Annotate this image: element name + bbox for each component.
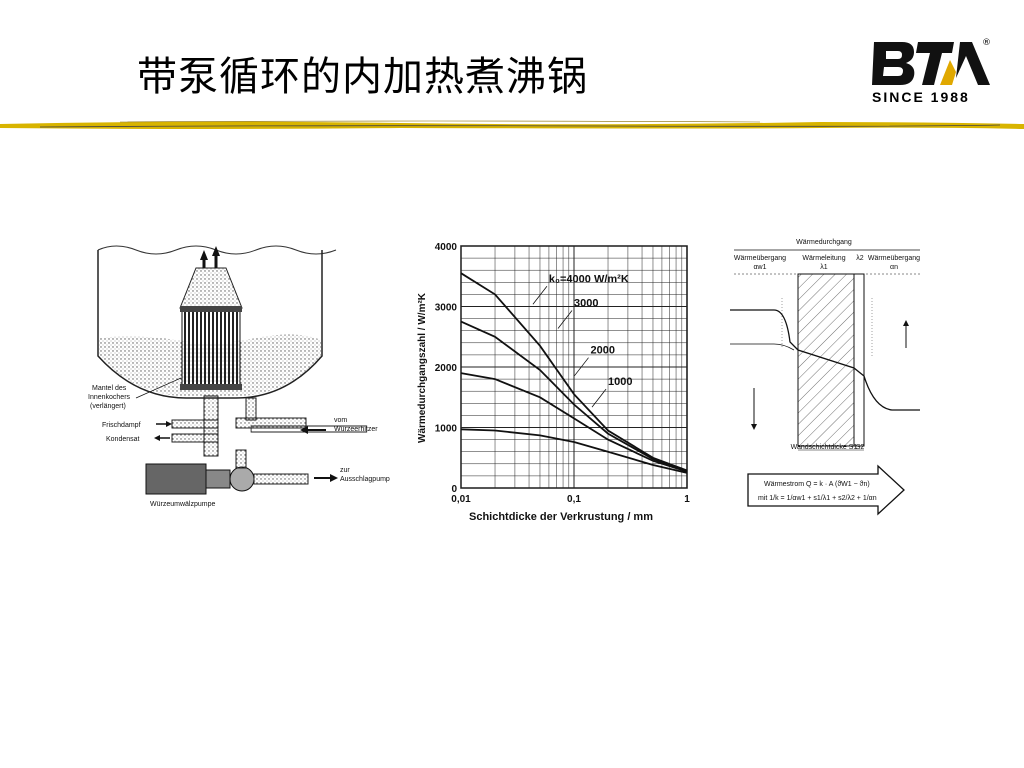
label-innenkochers: Innenkochers — [88, 394, 131, 401]
label-right-head: Wärmeübergang — [868, 255, 920, 262]
chart-series-line — [460, 372, 688, 473]
label-ausschlagpump: Ausschlagpump — [340, 476, 390, 483]
chart-series-line — [460, 272, 688, 472]
chart-y-tick-label: 4000 — [435, 242, 458, 253]
chart-series-label: 1000 — [608, 376, 632, 388]
label-right-sym: αn — [890, 264, 898, 271]
boiler-diagram: Mantel des Innenkochers (verlängert) Fri… — [76, 238, 406, 518]
chart-x-tick-label: 1 — [684, 494, 690, 505]
fouling-chart: k₀=4000 W/m²K 3000 2000 1000 0,01 0,1 1 0 1000 2… — [415, 238, 690, 528]
label-mid-sym: λ1 — [820, 264, 828, 271]
label-zur: zur — [340, 467, 350, 474]
chart-series-line — [460, 428, 688, 474]
label-formula-2: mit 1/k = 1/αw1 + s1/λ1 + s2/λ2 + 1/αn — [758, 495, 877, 502]
label-verlaengert: (verlängert) — [90, 403, 126, 410]
label-formula-1: Wärmestrom Q = k · A (ϑW1 − ϑn) — [764, 481, 870, 488]
chart-y-tick-label: 3000 — [435, 303, 458, 314]
label-waermedurchgang: Wärmedurchgang — [796, 239, 852, 246]
label-s2: S2 — [856, 444, 865, 451]
chart-label-leader — [557, 310, 573, 329]
chart-x-tick-label: 0,01 — [451, 494, 471, 505]
label-left-sym: αw1 — [754, 264, 767, 271]
chart-x-tick-label: 0,1 — [567, 494, 581, 505]
chart-series-label: 2000 — [591, 345, 615, 357]
heat-transfer-diagram: Wärmedurchgang Wärmeübergang αw1 Wärmele… — [724, 238, 924, 520]
label-mid-head: Wärmeleitung — [802, 255, 845, 262]
label-mantel: Mantel des — [92, 385, 127, 392]
header-divider — [0, 120, 1024, 129]
logo-since-text: SINCE 1988 — [872, 89, 970, 105]
label-wuerzeerhitzer: Würzeerhitzer — [334, 426, 378, 433]
label-vom: vom — [334, 417, 347, 424]
label-frischdampf: Frischdampf — [102, 422, 141, 429]
label-lambda2: λ2 — [856, 255, 864, 262]
label-wall-thickness: Wandschichtdicke S1 — [791, 444, 858, 451]
chart-series-label: k₀=4000 W/m²K — [549, 273, 629, 285]
chart-label-leader — [574, 357, 589, 376]
chart-y-tick-label: 2000 — [435, 363, 458, 374]
chart-series-label: 3000 — [574, 298, 598, 310]
label-left-head: Wärmeübergang — [734, 255, 786, 262]
logo-mark-icon — [872, 42, 990, 85]
chart-label-leader — [532, 286, 548, 305]
chart-x-axis-label: Schichtdicke der Verkrustung / mm — [469, 511, 653, 523]
chart-label-leader — [591, 388, 607, 408]
chart-y-tick-label: 1000 — [435, 424, 458, 435]
chart-y-tick-label: 0 — [451, 484, 457, 495]
chart-y-axis-label: Wärmedurchgangszahl / W/m²K — [417, 292, 428, 443]
company-logo: ® SINCE 1988 — [868, 38, 998, 108]
registered-mark: ® — [982, 38, 991, 48]
chart-series-line — [460, 320, 688, 472]
label-pumpe: Würzeumwälzpumpe — [150, 501, 215, 508]
label-kondensat: Kondensat — [106, 436, 140, 443]
slide-title: 带泵循环的内加热煮沸锅 — [137, 54, 588, 100]
